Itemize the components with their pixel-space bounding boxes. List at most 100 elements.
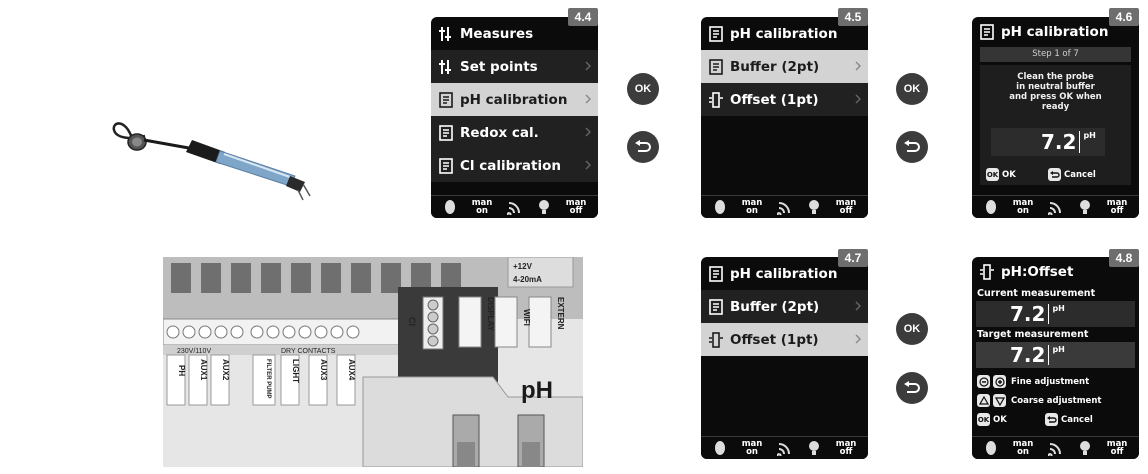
calibration-icon (980, 24, 994, 40)
current-measurement-label: Current measurement (977, 288, 1096, 299)
cancel-key-hint[interactable]: Cancel (1045, 413, 1093, 426)
chevron-right-icon (585, 160, 591, 170)
chevron-right-icon (855, 61, 861, 71)
calibration-icon (709, 298, 723, 315)
step-indicator: Step 1 of 7 (980, 47, 1131, 62)
back-button[interactable] (896, 372, 928, 404)
sliders-icon (439, 59, 451, 74)
terminal-label: FILTER PUMP (265, 359, 271, 399)
connector-cl: Cl (407, 317, 417, 326)
terminal-label: AUX3 (319, 359, 328, 381)
calibration-icon (709, 58, 723, 75)
step-badge: 4.8 (1109, 249, 1139, 267)
terminal-label: AUX2 (221, 359, 230, 381)
offset-icon (980, 264, 994, 280)
coarse-adjustment-hint[interactable]: Coarse adjustment (977, 394, 1101, 407)
screen-ph-offset: pH:Offset Current measurement 7.2 pH Tar… (972, 257, 1139, 459)
controller-terminal-board: 230V/110V DRY CONTACTS PH AUX1 AUX2 FILT… (163, 257, 583, 467)
wifi-icon (1048, 202, 1062, 215)
pump-icon (985, 441, 996, 455)
up-key-icon (977, 394, 990, 407)
pump-icon (985, 200, 996, 214)
light-icon (1079, 441, 1090, 455)
connector-display: DISPLAY (486, 297, 495, 332)
screen-title: pH:Offset (972, 257, 1139, 287)
menu-item-buffer-2pt[interactable]: Buffer (2pt) (701, 50, 868, 83)
chevron-right-icon (855, 94, 861, 104)
fine-adjustment-hint[interactable]: Fine adjustment (977, 375, 1089, 388)
step-badge: 4.7 (838, 249, 868, 267)
ph-probe-photo (100, 100, 340, 210)
wifi-icon (777, 443, 791, 456)
offset-icon (709, 91, 723, 108)
terminal-label: LIGHT (291, 359, 300, 383)
ok-key-hint[interactable]: OK OK (986, 168, 1016, 181)
screen-title: pH calibration (701, 257, 868, 290)
target-measurement-label: Target measurement (977, 329, 1089, 340)
board-ph-label: pH (521, 377, 553, 404)
light-icon (538, 200, 549, 214)
offset-icon (709, 331, 723, 348)
wifi-icon (1048, 443, 1062, 456)
back-arrow-icon (904, 140, 920, 152)
connector-12v: +12V (513, 262, 533, 271)
step-badge: 4.5 (838, 8, 868, 26)
menu-item-ph-calibration[interactable]: pH calibration (431, 83, 598, 116)
menu-item-set-points[interactable]: Set points (431, 50, 598, 83)
instruction-panel (980, 65, 1131, 185)
chevron-right-icon (855, 334, 861, 344)
ok-button[interactable]: OK (896, 313, 928, 345)
minus-key-icon (977, 375, 990, 388)
back-button[interactable] (627, 131, 659, 163)
current-measurement-value: 7.2 pH (976, 301, 1135, 327)
dry-contacts-label: DRY CONTACTS (281, 348, 336, 355)
calibration-icon (439, 157, 453, 174)
menu-item-offset-1pt[interactable]: Offset (1pt) (701, 323, 868, 356)
instruction-text: Clean the probe in neutral buffer and pr… (1009, 72, 1102, 112)
screen-title: Measures (431, 17, 598, 50)
plus-key-icon (993, 375, 1006, 388)
light-icon (808, 441, 819, 455)
voltage-label: 230V/110V (177, 348, 211, 355)
wifi-icon (777, 202, 791, 215)
ok-button[interactable]: OK (627, 73, 659, 105)
back-button[interactable] (896, 131, 928, 163)
menu-item-cl-calibration[interactable]: Cl calibration (431, 149, 598, 182)
ok-key-hint[interactable]: OK OK (977, 413, 1007, 426)
pump-icon (444, 200, 455, 214)
menu-item-redox-calibration[interactable]: Redox cal. (431, 116, 598, 149)
light-icon (1079, 200, 1090, 214)
terminal-label: AUX4 (347, 359, 356, 381)
wifi-icon (507, 202, 521, 215)
calibration-icon (439, 124, 453, 141)
menu-item-offset-1pt[interactable]: Offset (1pt) (701, 83, 868, 116)
target-measurement-value[interactable]: 7.2 pH (976, 342, 1135, 368)
connector-420ma: 4-20mA (513, 275, 542, 284)
sliders-icon (439, 26, 451, 41)
screen-measures: Measures Set points pH calibration Redox… (431, 17, 598, 218)
menu-item-buffer-2pt[interactable]: Buffer (2pt) (701, 290, 868, 323)
step-badge: 4.4 (568, 8, 598, 26)
calibration-icon (439, 91, 453, 108)
chevron-right-icon (585, 94, 591, 104)
ok-button[interactable]: OK (896, 73, 928, 105)
back-arrow-icon (904, 381, 920, 393)
back-key-icon (1048, 168, 1061, 181)
connector-wifi: WIFI (522, 309, 531, 326)
terminal-label: AUX1 (199, 359, 208, 381)
terminal-label: PH (177, 365, 186, 376)
ok-key-icon: OK (986, 168, 999, 181)
calibration-icon (709, 265, 723, 282)
cancel-key-hint[interactable]: Cancel (1048, 168, 1096, 181)
